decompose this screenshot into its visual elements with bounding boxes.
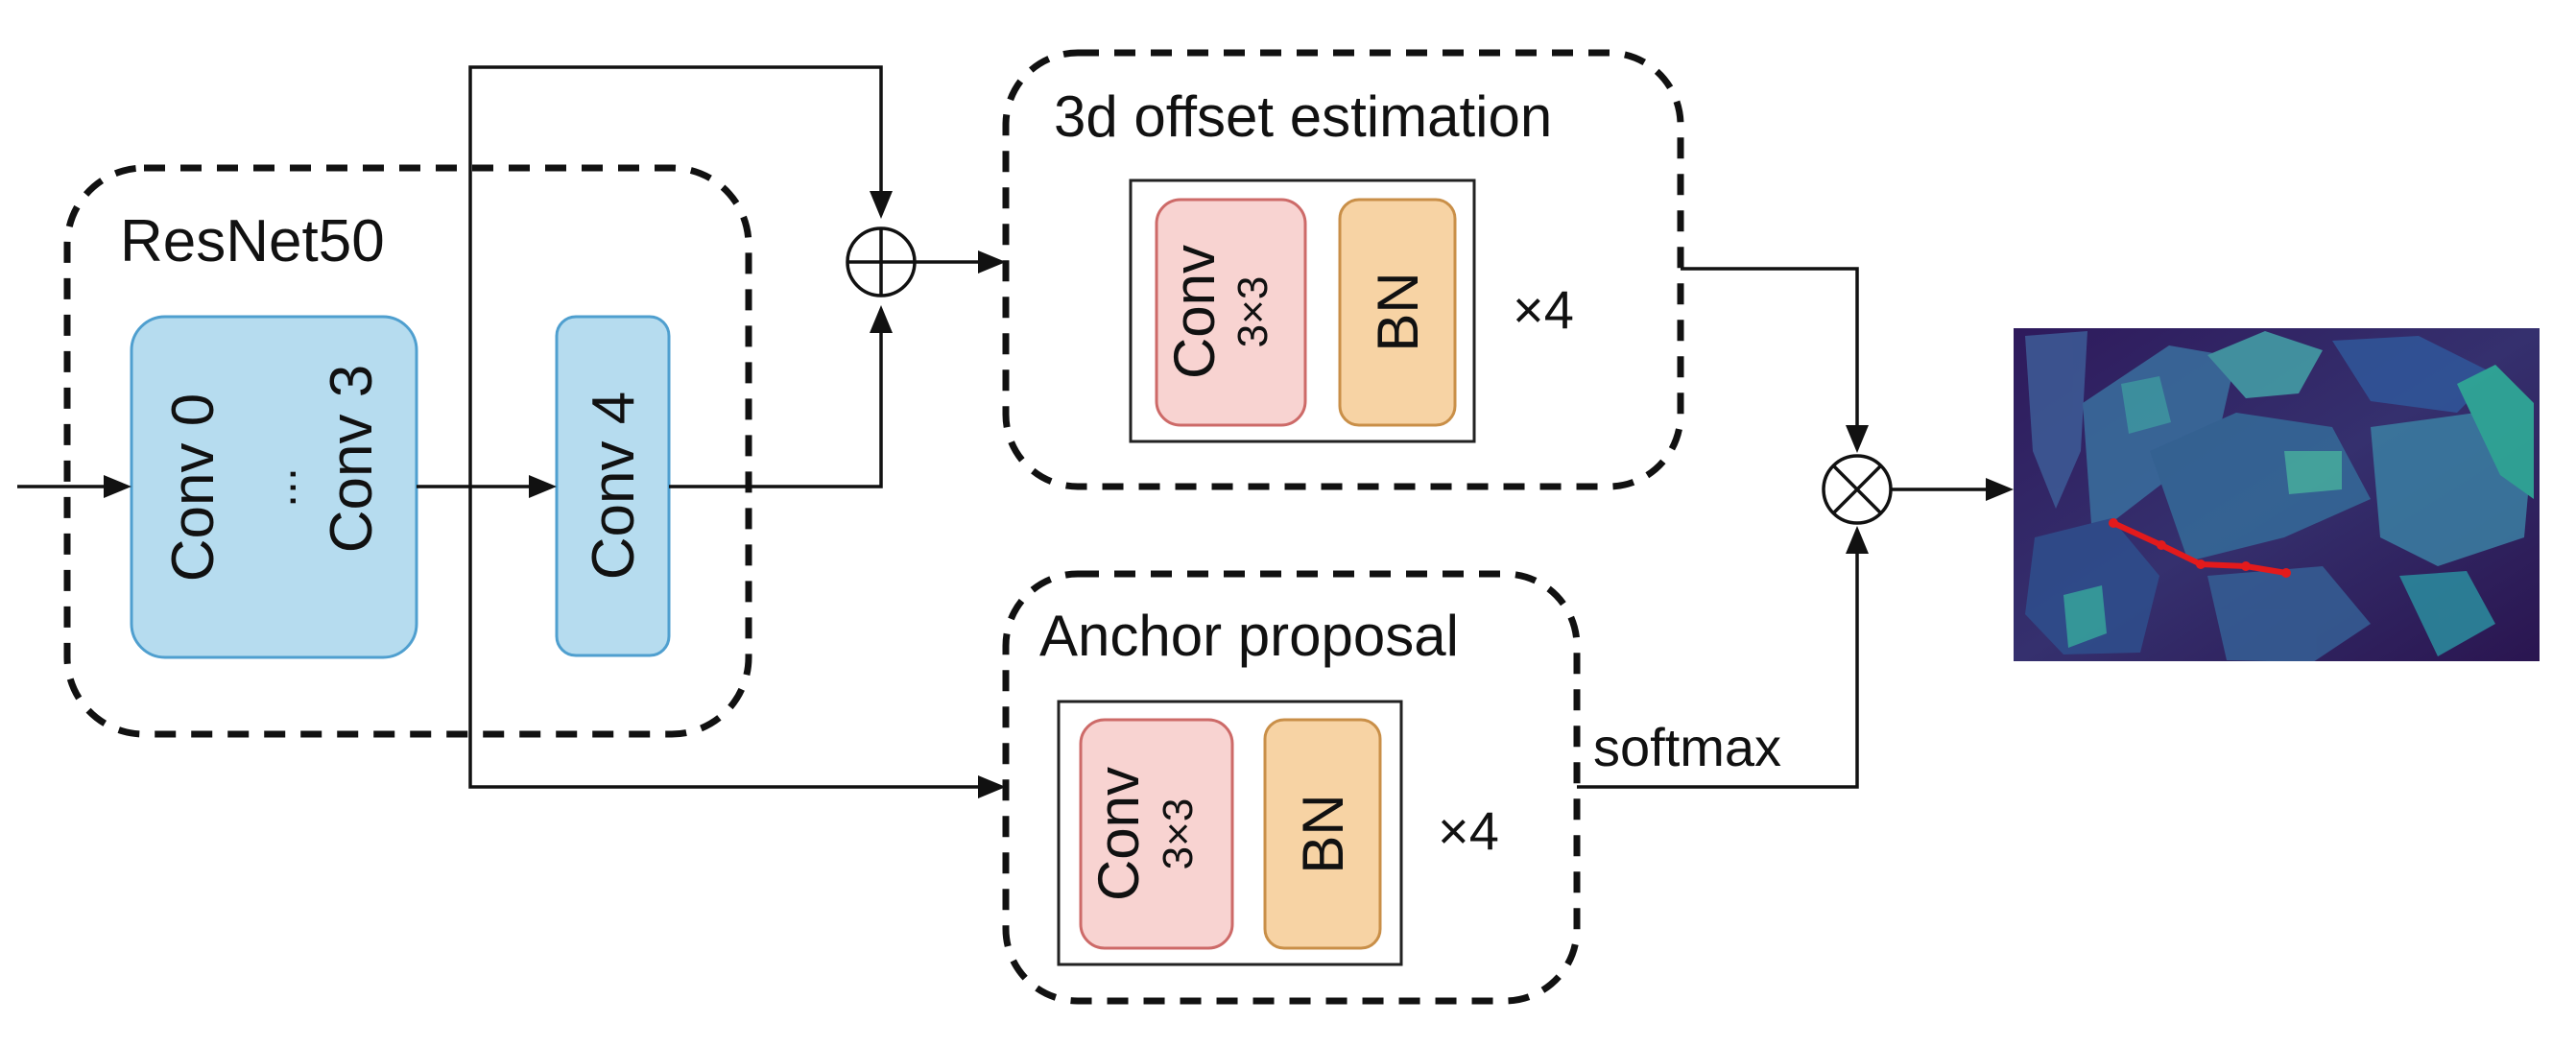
anchor-repeat-label: ×4: [1438, 800, 1499, 861]
offset-estimation-label: 3d offset estimation: [1054, 84, 1552, 149]
conv4-block: Conv 4: [555, 315, 671, 657]
resnet50-group: [63, 164, 752, 738]
multiply-operator-icon: [1822, 454, 1893, 525]
conv4-label: Conv 4: [581, 392, 647, 580]
anchor-proposal-group: [1002, 570, 1581, 1005]
conv3-label: Conv 3: [319, 365, 385, 553]
anchor-bn-label: BN: [1291, 794, 1355, 873]
softmax-label: softmax: [1593, 717, 1781, 777]
conv4-to-add-arrow: [669, 331, 883, 488]
anchor-to-multiply-arrow: [1577, 552, 1859, 789]
resnet50-label: ResNet50: [120, 208, 385, 274]
skip-branch-top: [468, 65, 883, 487]
connections: [17, 65, 2014, 798]
offset-bn-label: BN: [1366, 272, 1430, 351]
offset-estimation-group: [1002, 49, 1684, 490]
offset-repeat-label: ×4: [1513, 279, 1574, 340]
anchor-conv-label: Conv: [1086, 767, 1151, 901]
offset-kernel-label: 3×3: [1229, 276, 1276, 348]
depth-map-output-image: [2014, 328, 2540, 661]
add-operator-icon: [846, 226, 917, 297]
conv0-label: Conv 0: [160, 393, 227, 582]
anchor-proposal-label: Anchor proposal: [1039, 604, 1459, 668]
offset-conv3x3-block: Conv 3×3: [1155, 198, 1307, 427]
conv0-conv3-block: Conv 0 ... Conv 3: [130, 315, 418, 659]
skip-branch-bottom: [468, 487, 979, 789]
offset-conv-label: Conv: [1162, 245, 1227, 379]
anchor-bn-block: BN: [1263, 718, 1382, 950]
offset-bn-block: BN: [1338, 198, 1457, 427]
anchor-conv3x3-block: Conv 3×3: [1079, 718, 1234, 950]
anchor-kernel-label: 3×3: [1155, 798, 1202, 870]
offset-to-multiply-arrow: [1681, 267, 1859, 427]
conv-ellipsis: ...: [252, 467, 306, 508]
